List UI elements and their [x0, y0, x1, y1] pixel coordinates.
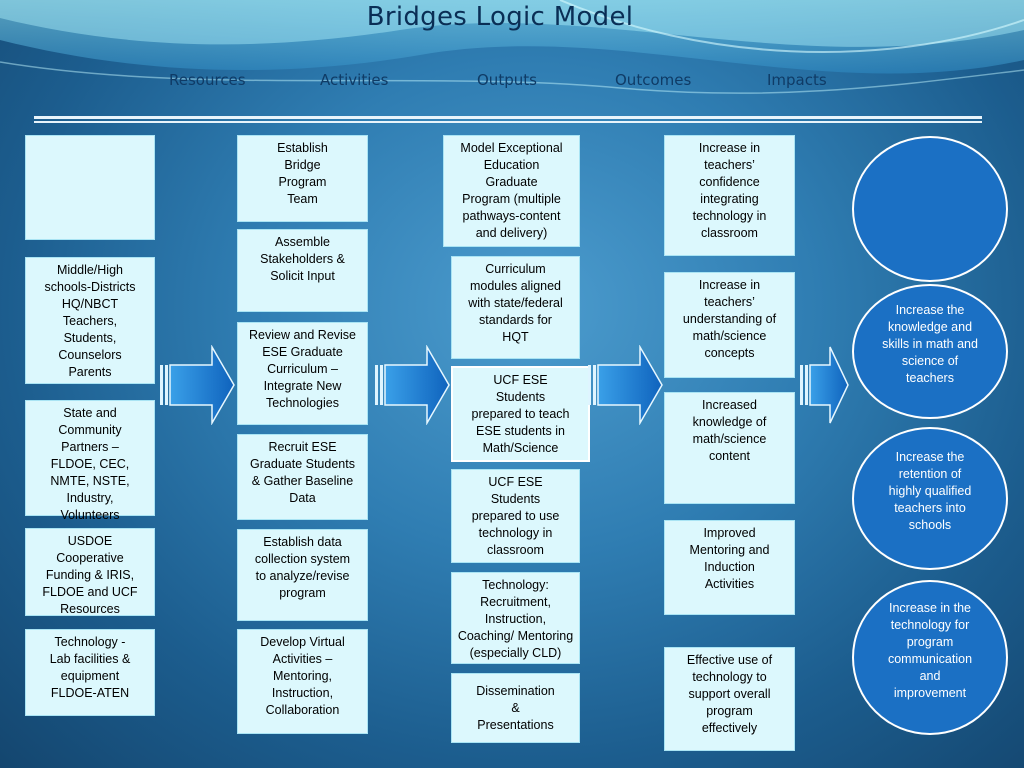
- outcome-text: Effective use of technology to support o…: [686, 653, 773, 735]
- activity-text: Establish data collection system to anal…: [254, 535, 351, 600]
- output-box: Model Exceptional Education Graduate Pro…: [443, 135, 580, 247]
- outcome-text: Improved Mentoring and Induction Activit…: [689, 526, 770, 591]
- outcome-box: Increased knowledge of math/science cont…: [664, 392, 795, 504]
- outcome-box: Improved Mentoring and Induction Activit…: [664, 520, 795, 615]
- flow-arrow-icon: [588, 345, 663, 425]
- output-text: UCF ESE Students prepared to teach ESE s…: [471, 373, 570, 455]
- output-box: UCF ESE Students prepared to use technol…: [451, 469, 580, 563]
- page-title: Bridges Logic Model: [366, 2, 634, 32]
- header-impacts: Impacts: [767, 71, 827, 89]
- outcome-box: Increase in teachers’ confidence integra…: [664, 135, 795, 256]
- flow-arrow-icon: [160, 345, 235, 425]
- resource-text: Technology - Lab facilities & equipment …: [49, 635, 131, 700]
- output-text: Dissemination & Presentations: [476, 683, 555, 732]
- impact-circle-empty: [852, 136, 1008, 282]
- activity-box: Assemble Stakeholders & Solicit Input: [237, 229, 368, 312]
- flow-arrow-icon: [800, 346, 849, 424]
- activity-box: Develop Virtual Activities – Mentoring, …: [237, 629, 368, 734]
- resource-box: Technology - Lab facilities & equipment …: [25, 629, 155, 716]
- impact-text: Increase in the technology for program c…: [887, 600, 973, 700]
- activity-text: Assemble Stakeholders & Solicit Input: [260, 235, 345, 283]
- activity-box: Establish data collection system to anal…: [237, 529, 368, 621]
- output-box: Dissemination & Presentations: [451, 673, 580, 743]
- resource-box: State and Community Partners – FLDOE, CE…: [25, 400, 155, 522]
- output-text: Model Exceptional Education Graduate Pro…: [460, 141, 563, 240]
- impact-circle: Increase the retention of highly qualifi…: [852, 427, 1008, 570]
- output-box: UCF ESE Students prepared to teach ESE s…: [451, 366, 590, 462]
- output-text: UCF ESE Students prepared to use technol…: [471, 475, 560, 557]
- header-divider-bottom: [34, 121, 982, 123]
- activity-text: Develop Virtual Activities – Mentoring, …: [260, 635, 345, 717]
- outcome-text: Increase in teachers’ understanding of m…: [682, 278, 777, 360]
- output-text: Curriculum modules aligned with state/fe…: [468, 262, 563, 344]
- activity-box: Establish Bridge Program Team: [237, 135, 368, 222]
- impact-text: Increase the knowledge and skills in mat…: [882, 303, 978, 385]
- activity-text: Establish Bridge Program Team: [277, 141, 328, 206]
- activity-box: Review and Revise ESE Graduate Curriculu…: [237, 322, 368, 425]
- output-text: Technology: Recruitment, Instruction, Co…: [457, 578, 574, 660]
- header-divider-top: [34, 116, 982, 119]
- impact-text: Increase the retention of highly qualifi…: [888, 450, 972, 532]
- activity-text: Recruit ESE Graduate Students & Gather B…: [250, 440, 355, 505]
- impact-circle: Increase the knowledge and skills in mat…: [852, 284, 1008, 419]
- header-activities: Activities: [320, 71, 389, 89]
- flow-arrow-icon: [375, 345, 450, 425]
- output-box: Technology: Recruitment, Instruction, Co…: [451, 572, 580, 664]
- resource-box-empty: [25, 135, 155, 240]
- resource-text: Middle/High schools-Districts HQ/NBCT Te…: [44, 263, 136, 379]
- impact-circle: Increase in the technology for program c…: [852, 580, 1008, 735]
- resource-box: USDOE Cooperative Funding & IRIS, FLDOE …: [25, 528, 155, 616]
- activity-text: Review and Revise ESE Graduate Curriculu…: [249, 328, 356, 410]
- header-outcomes: Outcomes: [615, 71, 692, 89]
- outcome-text: Increased knowledge of math/science cont…: [692, 398, 767, 463]
- outcome-box: Effective use of technology to support o…: [664, 647, 795, 751]
- outcome-text: Increase in teachers’ confidence integra…: [692, 141, 767, 240]
- header-wave-decoration: [0, 0, 1024, 94]
- resource-text: USDOE Cooperative Funding & IRIS, FLDOE …: [42, 534, 138, 616]
- output-box: Curriculum modules aligned with state/fe…: [451, 256, 580, 359]
- header-resources: Resources: [169, 71, 246, 89]
- activity-box: Recruit ESE Graduate Students & Gather B…: [237, 434, 368, 520]
- resource-box: Middle/High schools-Districts HQ/NBCT Te…: [25, 257, 155, 384]
- header-outputs: Outputs: [477, 71, 537, 89]
- resource-text: State and Community Partners – FLDOE, CE…: [50, 406, 130, 522]
- outcome-box: Increase in teachers’ understanding of m…: [664, 272, 795, 378]
